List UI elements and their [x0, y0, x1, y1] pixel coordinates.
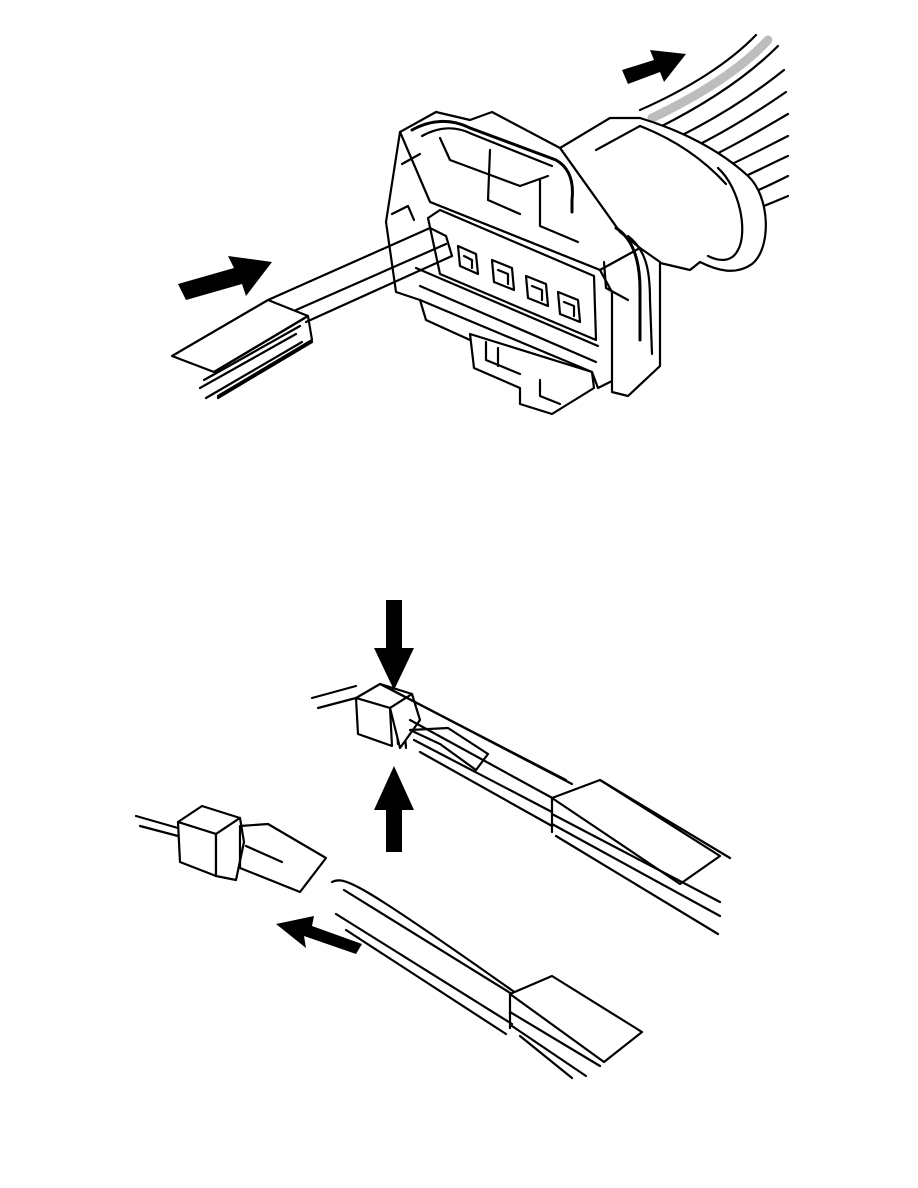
lower-terminal-assembly: [134, 804, 328, 894]
pull-up-right-arrow: [622, 50, 686, 84]
insert-left-arrow: [276, 916, 362, 954]
separate-tool: [330, 879, 644, 1080]
terminal-cavity: [556, 290, 582, 324]
terminal-cavity: [490, 258, 516, 292]
press-up-arrow: [374, 766, 414, 852]
press-down-arrow: [374, 600, 414, 690]
terminal-cavities: [456, 244, 582, 324]
connector-figure: [170, 33, 790, 416]
release-tool: [170, 226, 454, 400]
terminal-tool-figure: [134, 600, 732, 1080]
terminal-cavity: [456, 244, 480, 276]
terminal-cavity: [524, 274, 550, 308]
connector-housing: [384, 110, 662, 416]
connector-rear-boot: [558, 116, 767, 272]
push-right-arrow: [178, 256, 272, 300]
upper-tool-assembly: [310, 682, 732, 936]
